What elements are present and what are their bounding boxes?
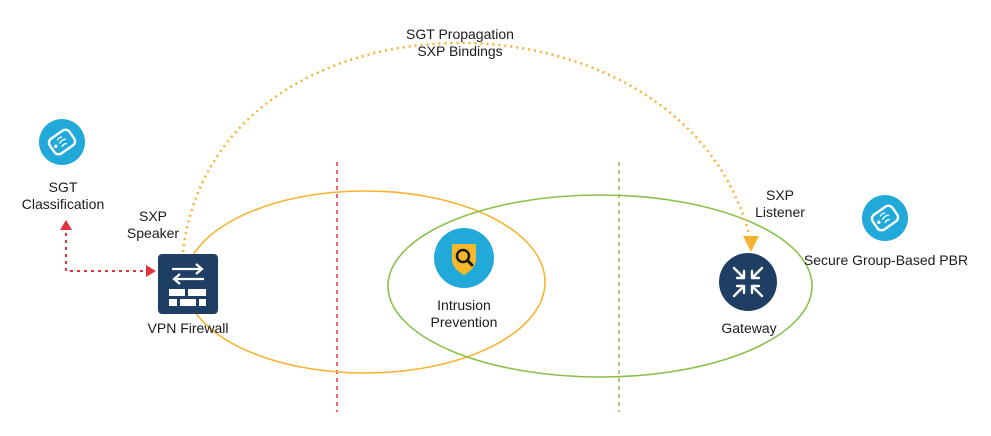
sxp-speaker-line2: Speaker: [126, 225, 180, 241]
prevention-line2: Prevention: [430, 314, 498, 330]
intrusion-line1: Intrusion: [437, 297, 491, 313]
secure-pbr-label: Secure Group-Based PBR: [786, 252, 986, 269]
secure-pbr-text: Secure Group-Based PBR: [803, 252, 969, 268]
firewall-arrowhead: [146, 265, 156, 277]
sgt-classification-line2: Classification: [21, 196, 105, 212]
sxp-listener-line2: Listener: [755, 204, 805, 220]
sxp-speaker-label: SXP Speaker: [118, 208, 188, 242]
sgt-classification-label: SGT Classification: [8, 179, 118, 213]
classification-connector: [65, 228, 150, 272]
green-ellipse: [387, 194, 813, 378]
router-icon: [719, 253, 777, 311]
classification-arrowhead: [60, 220, 72, 230]
sxp-propagation-arc: [181, 41, 753, 253]
gateway-text: Gateway: [721, 320, 777, 336]
vpn-firewall-text: VPN Firewall: [147, 320, 229, 336]
sgt-propagation-label: SGT Propagation SXP Bindings: [396, 26, 524, 60]
shield-search-icon: [434, 228, 494, 288]
firewall-icon: [158, 254, 218, 314]
sxp-listener-line1: SXP: [765, 187, 794, 203]
tag-icon: [38, 118, 86, 166]
sgt-classification-line1: SGT: [48, 179, 78, 195]
sxp-arrowhead: [743, 236, 759, 252]
sgt-propagation-line1: SGT Propagation: [406, 26, 514, 42]
sxp-listener-label: SXP Listener: [744, 187, 816, 221]
sxp-speaker-line1: SXP: [138, 208, 167, 224]
vpn-firewall-label: VPN Firewall: [126, 320, 250, 337]
pbr-tag-icon: [861, 194, 909, 242]
gateway-label: Gateway: [704, 320, 794, 337]
intrusion-prevention-label: Intrusion Prevention: [414, 297, 514, 331]
sxp-bindings-line2: SXP Bindings: [417, 43, 503, 59]
